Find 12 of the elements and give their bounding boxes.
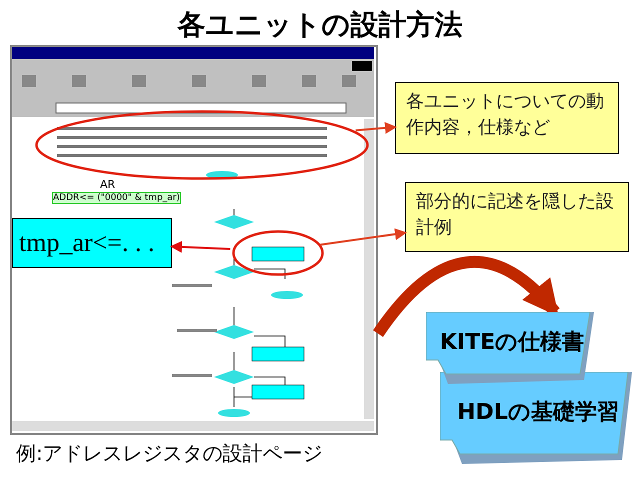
card-title: HDLの基礎学習	[457, 399, 619, 427]
arrow	[320, 228, 407, 246]
code-text: ADDR<= ("0000" & tmp_ar)	[52, 192, 181, 204]
heading-text: AR	[100, 178, 116, 191]
arrow	[170, 240, 230, 253]
title: 各ユニットの設計方法	[176, 7, 464, 43]
callout-text: 各ユニットについての動作内容，仕様など	[395, 82, 619, 154]
code-callout: tmp_ar<=. . .	[12, 218, 172, 268]
card-title: KITEの仕様書	[440, 329, 584, 357]
arrow	[356, 122, 397, 134]
caption-text: 例:アドレスレジスタの設計ページ	[16, 440, 323, 467]
callout-text: 部分的に記述を隠した設計例	[405, 182, 629, 252]
